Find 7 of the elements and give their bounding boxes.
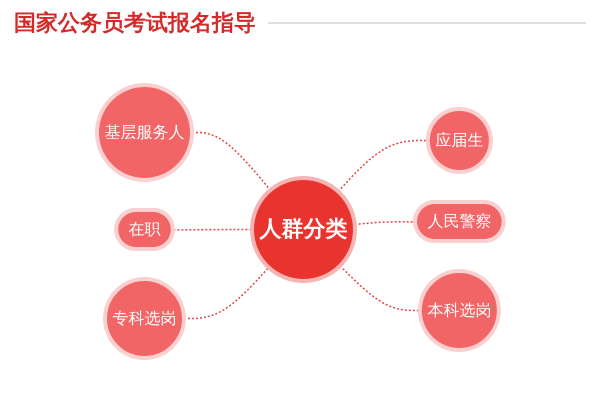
connector	[173, 228, 252, 230]
title: 国家公务员考试报名指导	[14, 10, 256, 38]
node-circle: 应届生	[426, 106, 492, 174]
node-circle: 本科选岗	[418, 268, 500, 352]
node-circle: 基层服务人	[94, 82, 194, 182]
node-circle: 人群分类	[250, 176, 357, 282]
node-circle: 专科选岗	[102, 276, 186, 360]
